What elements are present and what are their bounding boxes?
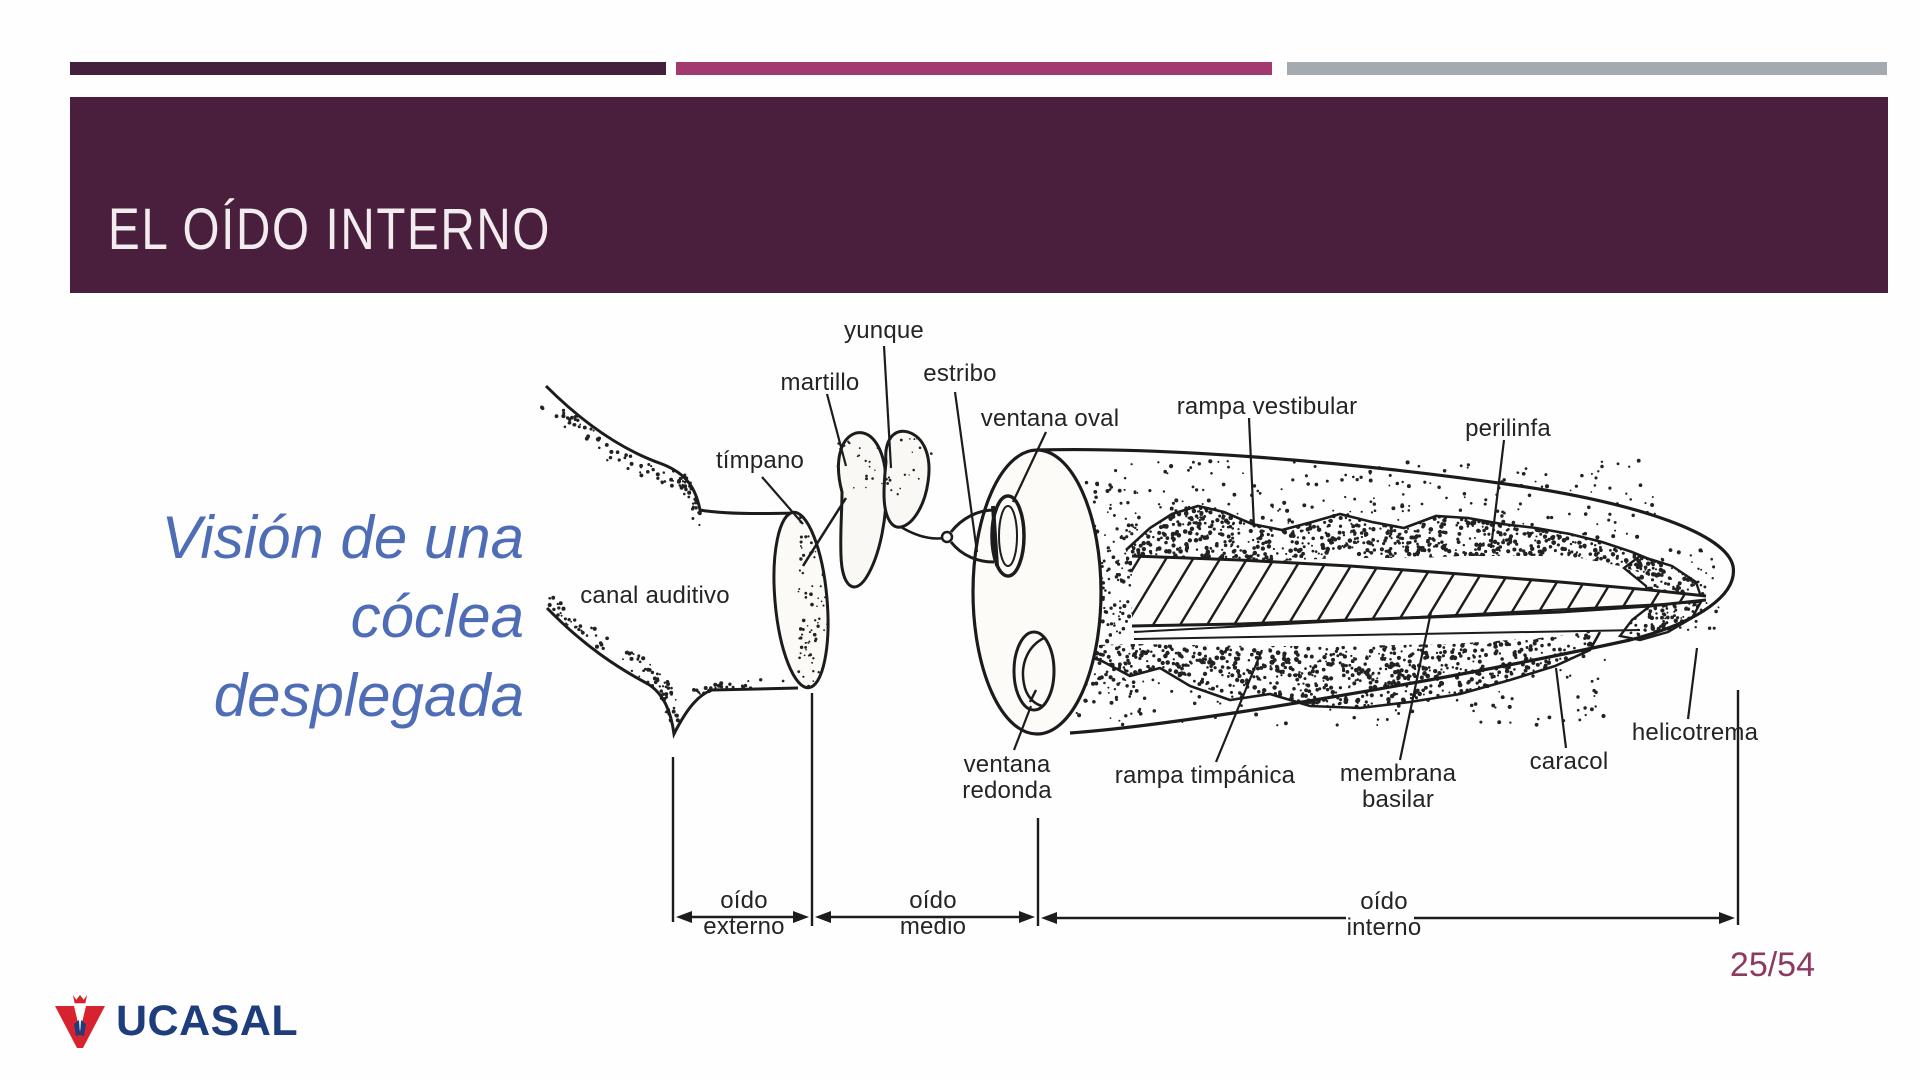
stapes-arm-lower [949, 541, 995, 564]
subtitle-line-2: cóclea [350, 583, 524, 650]
basilar-membrane-hatch [1131, 554, 1707, 640]
label-oido-externo: oído externo [703, 887, 785, 940]
label-estribo: estribo [923, 360, 997, 387]
ossicle-stipple [836, 438, 933, 496]
round-window-fold [1021, 636, 1045, 708]
perilymph-dense-stipple [1058, 504, 1704, 710]
oval-window-outer [990, 494, 1026, 578]
malleus-handle [801, 497, 848, 567]
subtitle-line-3: desplegada [213, 662, 524, 729]
cochlea-interior-stipple [1061, 458, 1720, 727]
label-ventana-redonda: ventana redonda [962, 751, 1052, 804]
label-oido-interno: oído interno [1346, 888, 1422, 941]
label-martillo: martillo [780, 369, 860, 396]
label-timpano: tímpano [715, 447, 805, 474]
malleus-bone [837, 431, 888, 589]
stapes-footplate [991, 505, 999, 567]
ucasal-logo-text: UCASAL [116, 996, 299, 1045]
oval-window-inner [998, 505, 1018, 567]
label-perilinfa: perilinfa [1465, 415, 1551, 442]
incus-bone [882, 429, 931, 529]
label-helicotrema: helicotrema [1631, 719, 1759, 746]
cochlea-base-face [971, 448, 1103, 736]
label-caracol: caracol [1529, 748, 1609, 775]
tympanic-membrane [772, 510, 830, 690]
header-bar-dark [70, 62, 666, 75]
label-canal-auditivo: canal auditivo [580, 582, 730, 609]
label-yunque: yunque [844, 317, 924, 344]
label-rampa-vestibular: rampa vestibular [1176, 393, 1358, 420]
incus-process [900, 525, 945, 540]
dimension-lines [671, 690, 1740, 926]
page-title: EL OÍDO INTERNO [108, 197, 552, 262]
slide-subtitle: Visión de una cóclea desplegada [120, 498, 524, 735]
round-window [1012, 630, 1056, 712]
ucasal-logo: UCASAL [54, 993, 298, 1049]
title-banner: EL OÍDO INTERNO [70, 97, 1888, 293]
page-number: 25/54 [1729, 946, 1815, 984]
stapes-neck [940, 530, 954, 544]
subtitle-line-1: Visión de una [161, 504, 524, 571]
cochlea-tube-outline [1036, 447, 1735, 735]
label-oido-medio: oído medio [899, 887, 967, 940]
header-bar-magenta [676, 62, 1272, 75]
ear-canal-lower-wall [545, 606, 799, 740]
label-rampa-timpanica: rampa timpánica [1114, 762, 1296, 789]
label-ventana-oval: ventana oval [980, 405, 1120, 432]
ucasal-logo-icon [55, 995, 105, 1048]
header-bar-gray [1287, 62, 1887, 75]
stapes-arm-upper [949, 508, 995, 533]
tympanic-membrane-stipple [797, 511, 833, 690]
label-membrana-basilar: membrana basilar [1339, 760, 1457, 813]
